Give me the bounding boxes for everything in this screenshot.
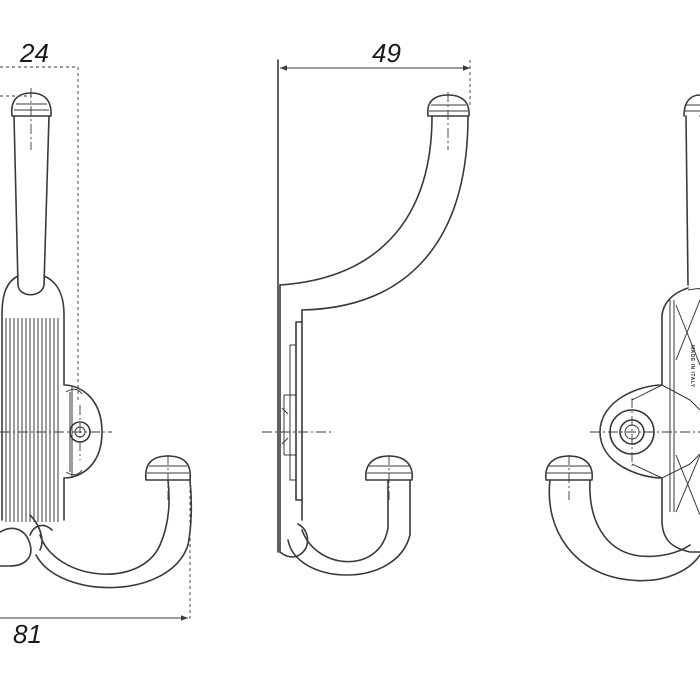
front-lower-hook — [29, 479, 193, 589]
dimension-49-label: 49 — [372, 38, 401, 68]
back-view: MADE IN ITALY — [545, 94, 700, 582]
side-lower-hook — [287, 479, 411, 576]
dimension-49: 49 — [280, 38, 471, 108]
front-left-knob — [0, 527, 32, 567]
front-upper-stem — [13, 115, 50, 296]
side-mounting-plate — [295, 321, 303, 501]
back-stamp-text: MADE IN ITALY — [689, 345, 695, 388]
side-upper-arm — [279, 115, 469, 311]
dimension-81-label: 81 — [13, 619, 42, 649]
side-view — [262, 59, 470, 576]
dimension-24-label: 24 — [19, 38, 49, 68]
front-view — [0, 88, 193, 589]
dimension-24: 24 — [0, 38, 79, 400]
side-back-plate — [277, 59, 303, 553]
back-body — [599, 287, 700, 553]
back-top-finial — [683, 94, 700, 117]
front-body — [1, 275, 103, 521]
front-ribs — [5, 318, 59, 522]
back-lower-hook — [548, 479, 700, 582]
dimension-81: 81 — [0, 478, 191, 649]
